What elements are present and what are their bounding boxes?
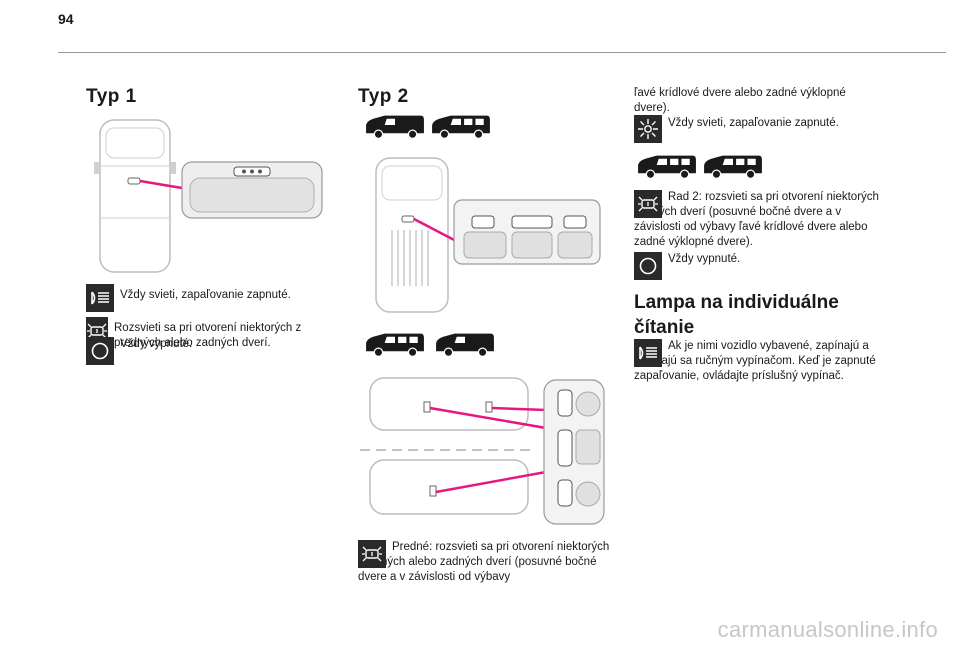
- door-lamp-icon: [634, 190, 662, 218]
- legend-text: Vždy svieti, zapaľovanie zapnuté.: [120, 289, 291, 301]
- legend-item: Vždy svieti, zapaľovanie zapnuté.: [634, 115, 884, 143]
- legend-item: Vždy vypnuté.: [86, 337, 326, 365]
- reading-lamp-text: Ak je nimi vozidlo vybavené, zapínajú a …: [634, 340, 876, 382]
- legend-item: Rozsvieti sa pri otvorení niektorých z p…: [86, 317, 326, 351]
- legend-text: Rozsvieti sa pri otvorení niektorých z p…: [114, 322, 302, 349]
- typ1-legend: Vždy svieti, zapaľovanie zapnuté. Rozsvi…: [86, 284, 326, 365]
- legend-item: Vždy vypnuté.: [634, 252, 884, 280]
- van-long-icon-3: [702, 152, 764, 180]
- van-short-icon: [364, 112, 426, 140]
- continuation-text: ľavé krídlové dvere alebo zadné výklopné…: [634, 87, 846, 114]
- reading-lamp-heading: Lampa na individuálne čítanie: [634, 292, 839, 338]
- watermark: carmanualsonline.info: [717, 617, 938, 642]
- lamp-off-icon: [86, 337, 114, 365]
- typ2-illustration-rear: [360, 377, 605, 525]
- dome-lamp-on-icon: [86, 284, 114, 312]
- legend-text: Vždy vypnuté.: [120, 338, 193, 350]
- van-long-icon-2: [434, 330, 496, 358]
- typ2-illustration-front: [375, 157, 601, 313]
- legend-text: Vždy vypnuté.: [668, 253, 741, 265]
- door-lamp-icon: [358, 540, 386, 568]
- van-long-icon: [430, 112, 492, 140]
- lamp-off-icon: [634, 252, 662, 280]
- van-short-icon-3: [636, 152, 698, 180]
- page-number: 94: [58, 11, 74, 27]
- typ2-caption: Predné: rozsvieti sa pri otvorení niekto…: [358, 540, 620, 585]
- typ1-heading: Typ 1: [86, 86, 137, 107]
- sun-lamp-icon: [634, 115, 662, 143]
- typ2-heading: Typ 2: [358, 86, 409, 107]
- caption-text: Predné: rozsvieti sa pri otvorení niekto…: [358, 541, 610, 583]
- legend-text: Vždy svieti, zapaľovanie zapnuté.: [668, 117, 839, 129]
- header-divider: [58, 52, 946, 53]
- typ1-illustration: [94, 119, 323, 273]
- reading-lamp-icon: [634, 339, 662, 367]
- reading-lamp-text-block: Ak je nimi vozidlo vybavené, zapínajú a …: [634, 339, 886, 384]
- legend-item: Vždy svieti, zapaľovanie zapnuté.: [86, 284, 326, 312]
- row2-text: Rad 2: rozsvieti sa pri otvorení niektor…: [634, 190, 886, 250]
- legend-text: Rad 2: rozsvieti sa pri otvorení niektor…: [634, 191, 879, 248]
- van-short-icon-2: [364, 330, 426, 358]
